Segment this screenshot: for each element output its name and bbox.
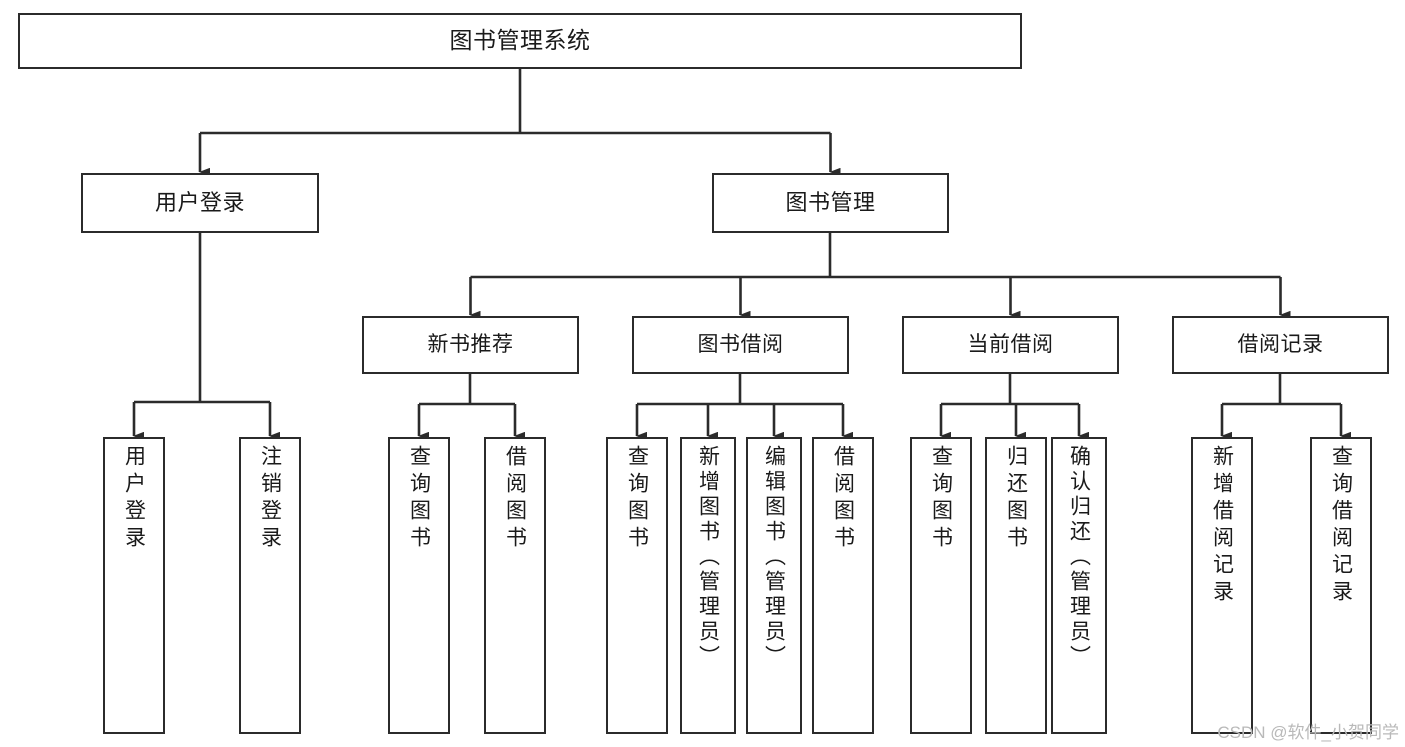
node-borrow-record-label: 借阅记录 bbox=[1237, 333, 1324, 357]
node-user-login[interactable]: 用户登录 bbox=[81, 173, 319, 233]
node-current-borrow-label: 当前借阅 bbox=[967, 333, 1054, 357]
csdn-watermark: CSDN @软件_小贺同学 bbox=[1217, 723, 1399, 742]
node-user-login-label: 用户登录 bbox=[154, 189, 245, 215]
node-leaf-query-record-label: 查询借阅记录 bbox=[1329, 445, 1353, 607]
node-leaf-confirm-return-label: 确认归还（管理员） bbox=[1067, 445, 1091, 670]
node-leaf-query-book-2[interactable]: 查询图书 bbox=[606, 437, 668, 734]
node-current-borrow[interactable]: 当前借阅 bbox=[902, 316, 1119, 374]
node-borrow-record[interactable]: 借阅记录 bbox=[1172, 316, 1389, 374]
node-leaf-borrow-book-1-label: 借阅图书 bbox=[503, 445, 527, 553]
node-new-book-recommend-label: 新书推荐 bbox=[427, 333, 514, 357]
node-leaf-logout[interactable]: 注销登录 bbox=[239, 437, 301, 734]
node-leaf-borrow-book-2[interactable]: 借阅图书 bbox=[812, 437, 874, 734]
node-leaf-add-book[interactable]: 新增图书（管理员） bbox=[680, 437, 736, 734]
node-leaf-user-login-label: 用户登录 bbox=[122, 445, 146, 553]
node-leaf-query-book-1-label: 查询图书 bbox=[407, 445, 431, 553]
node-leaf-query-book-3-label: 查询图书 bbox=[929, 445, 953, 553]
node-leaf-logout-label: 注销登录 bbox=[258, 445, 282, 553]
node-leaf-return-book-label: 归还图书 bbox=[1004, 445, 1028, 553]
node-book-borrow-label: 图书借阅 bbox=[697, 333, 784, 357]
node-leaf-add-book-label: 新增图书（管理员） bbox=[696, 445, 720, 670]
node-book-manage-label: 图书管理 bbox=[785, 189, 876, 215]
node-book-manage[interactable]: 图书管理 bbox=[712, 173, 949, 233]
node-leaf-query-book-3[interactable]: 查询图书 bbox=[910, 437, 972, 734]
node-new-book-recommend[interactable]: 新书推荐 bbox=[362, 316, 579, 374]
node-book-borrow[interactable]: 图书借阅 bbox=[632, 316, 849, 374]
node-leaf-query-book-1[interactable]: 查询图书 bbox=[388, 437, 450, 734]
node-leaf-edit-book[interactable]: 编辑图书（管理员） bbox=[746, 437, 802, 734]
node-leaf-add-record-label: 新增借阅记录 bbox=[1210, 445, 1234, 607]
node-leaf-borrow-book-2-label: 借阅图书 bbox=[831, 445, 855, 553]
node-root-system-label: 图书管理系统 bbox=[449, 27, 591, 54]
node-root-system[interactable]: 图书管理系统 bbox=[18, 13, 1022, 69]
node-leaf-confirm-return[interactable]: 确认归还（管理员） bbox=[1051, 437, 1107, 734]
node-leaf-return-book[interactable]: 归还图书 bbox=[985, 437, 1047, 734]
node-leaf-add-record[interactable]: 新增借阅记录 bbox=[1191, 437, 1253, 734]
node-leaf-user-login[interactable]: 用户登录 bbox=[103, 437, 165, 734]
node-leaf-edit-book-label: 编辑图书（管理员） bbox=[762, 445, 786, 670]
node-leaf-query-record[interactable]: 查询借阅记录 bbox=[1310, 437, 1372, 734]
node-leaf-borrow-book-1[interactable]: 借阅图书 bbox=[484, 437, 546, 734]
node-leaf-query-book-2-label: 查询图书 bbox=[625, 445, 649, 553]
